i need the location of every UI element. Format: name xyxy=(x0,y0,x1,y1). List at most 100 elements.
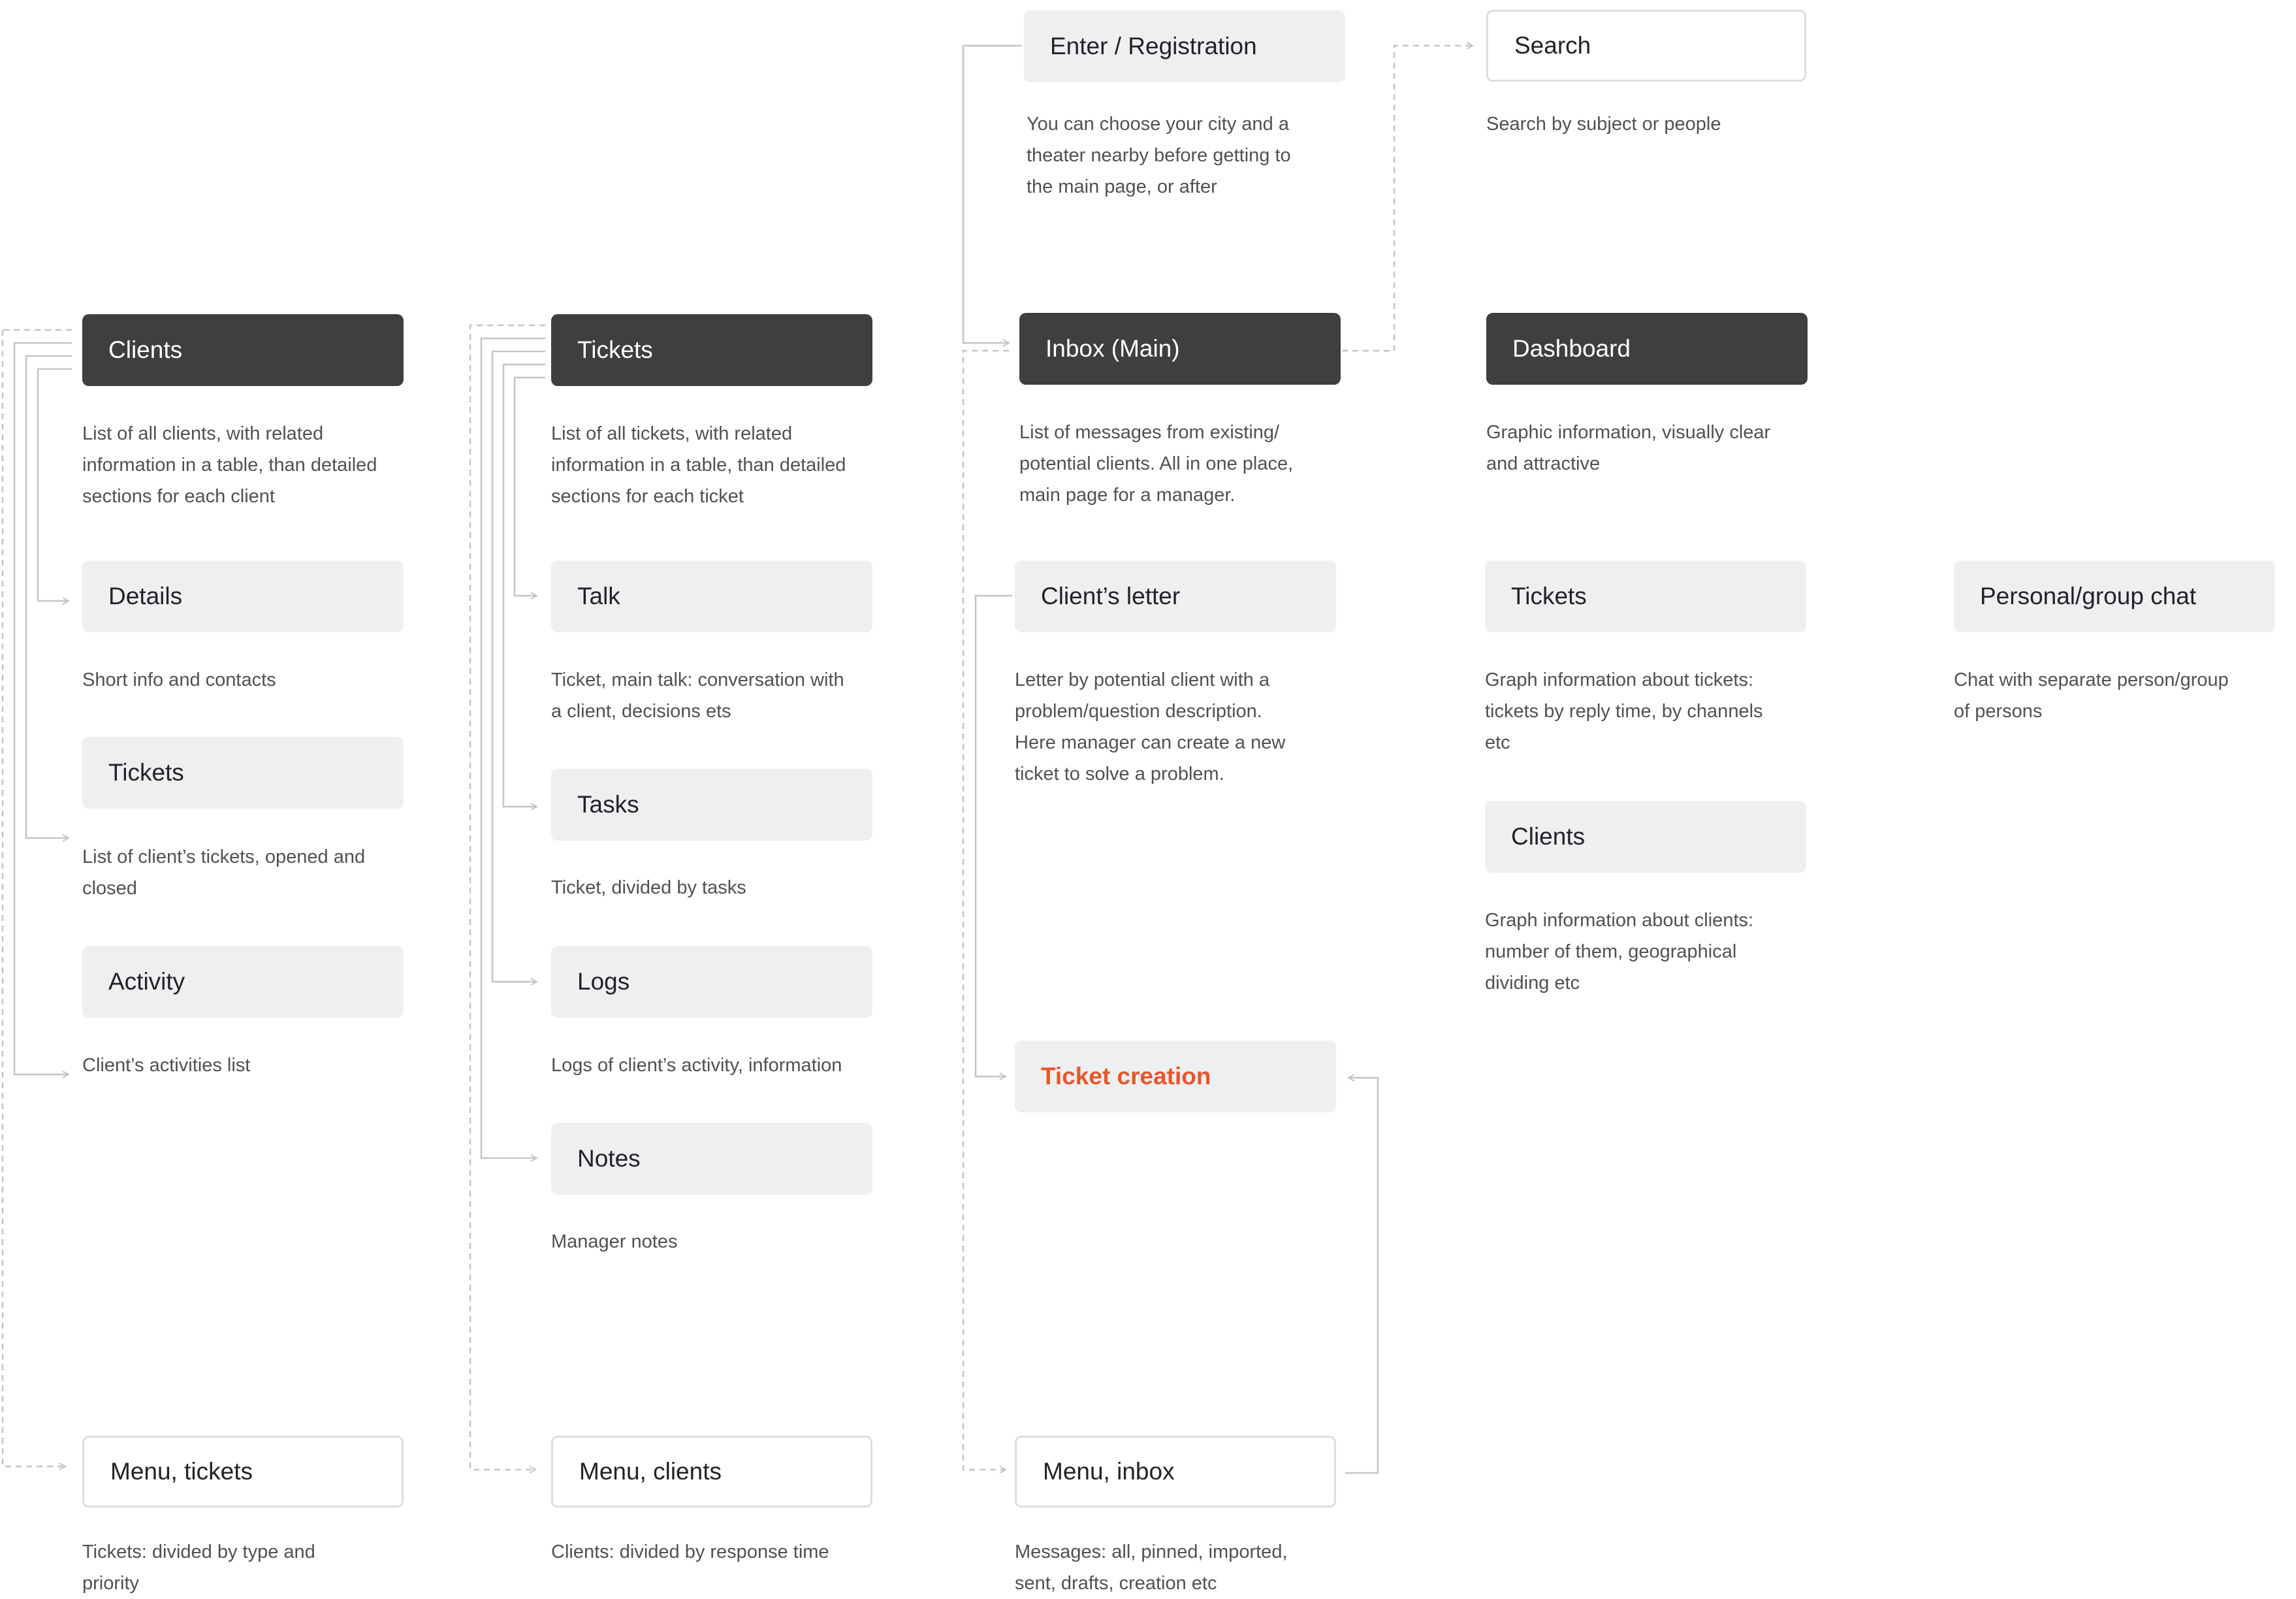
entry-registration-desc: You can choose your city and a theater n… xyxy=(1027,108,1291,202)
menu-inbox-desc: Messages: all, pinned, imported, sent, d… xyxy=(1015,1536,1288,1599)
dashboard-main-title: Dashboard xyxy=(1512,335,1631,362)
desc-line: sections for each client xyxy=(82,486,275,507)
tickets-main-desc: List of all tickets, with related inform… xyxy=(551,418,846,512)
desc-line: main page for a manager. xyxy=(1019,485,1236,506)
tickets-main-node[interactable]: Tickets xyxy=(551,314,872,386)
dashboard-clients-node[interactable]: Clients xyxy=(1485,801,1806,873)
desc-line: number of them, geographical xyxy=(1485,941,1737,962)
entry-registration-node[interactable]: Enter / Registration xyxy=(1024,10,1345,82)
desc-line: Manager notes xyxy=(551,1231,678,1252)
tickets-tasks-title: Tasks xyxy=(577,791,639,818)
clients-letter-node[interactable]: Client’s letter xyxy=(1015,560,1336,632)
clients-activity-desc: Client’s activities list xyxy=(82,1050,250,1081)
desc-line: Short info and contacts xyxy=(82,670,276,690)
desc-line: Client’s activities list xyxy=(82,1055,251,1076)
desc-line: Graph information about tickets: xyxy=(1485,670,1754,690)
clients-activity-title: Activity xyxy=(108,968,185,995)
inbox-main-title: Inbox (Main) xyxy=(1045,335,1180,362)
desc-line: closed xyxy=(82,878,137,899)
clients-letter-desc: Letter by potential client with a proble… xyxy=(1015,664,1285,790)
desc-line: of persons xyxy=(1954,701,2043,722)
desc-line: sent, drafts, creation etc xyxy=(1015,1573,1217,1594)
desc-line: Letter by potential client with a xyxy=(1015,670,1270,690)
menu-inbox-title: Menu, inbox xyxy=(1043,1458,1175,1485)
desc-line: Here manager can create a new xyxy=(1015,732,1286,753)
desc-line: Search by subject or people xyxy=(1486,114,1721,135)
menu-tickets-node[interactable]: Menu, tickets xyxy=(82,1436,404,1508)
dashboard-main-node[interactable]: Dashboard xyxy=(1486,313,1808,385)
desc-line: Logs of client’s activity, information xyxy=(551,1055,842,1076)
desc-line: sections for each ticket xyxy=(551,486,744,507)
clients-details-node[interactable]: Details xyxy=(82,560,404,632)
desc-line: tickets by reply time, by channels xyxy=(1485,701,1763,722)
dashboard-tickets-node[interactable]: Tickets xyxy=(1485,560,1806,632)
desc-line: Chat with separate person/group xyxy=(1954,670,2229,690)
desc-line: information in a table, than detailed xyxy=(551,455,846,476)
entry-registration-title: Enter / Registration xyxy=(1050,33,1257,59)
desc-line: List of all clients, with related xyxy=(82,423,324,444)
menu-clients-node[interactable]: Menu, clients xyxy=(551,1436,872,1508)
tickets-tasks-node[interactable]: Tasks xyxy=(551,769,872,841)
desc-line: information in a table, than detailed xyxy=(82,455,377,476)
tickets-logs-title: Logs xyxy=(577,968,630,995)
dashboard-main-desc: Graphic information, visually clear and … xyxy=(1486,417,1770,479)
desc-line: Graphic information, visually clear xyxy=(1486,422,1771,443)
clients-tickets-node[interactable]: Tickets xyxy=(82,737,404,809)
tickets-talk-title: Talk xyxy=(577,583,620,609)
tickets-talk-desc: Ticket, main talk: conversation with a c… xyxy=(551,664,844,727)
menu-tickets-desc: Tickets: divided by type and priority xyxy=(82,1536,315,1599)
tickets-notes-title: Notes xyxy=(577,1145,641,1172)
desc-line: a client, decisions ets xyxy=(551,701,731,722)
search-node[interactable]: Search xyxy=(1486,10,1806,82)
inbox-main-desc: List of messages from existing/ potentia… xyxy=(1019,417,1293,511)
menu-tickets-title: Menu, tickets xyxy=(110,1458,253,1485)
tickets-logs-node[interactable]: Logs xyxy=(551,946,872,1018)
desc-line: etc xyxy=(1485,732,1510,753)
clients-main-node[interactable]: Clients xyxy=(82,314,404,386)
ticket-creation-title: Ticket creation xyxy=(1041,1063,1211,1090)
desc-line: priority xyxy=(82,1573,140,1594)
desc-line: problem/question description. xyxy=(1015,701,1262,722)
clients-tickets-title: Tickets xyxy=(108,759,184,786)
menu-clients-title: Menu, clients xyxy=(579,1458,722,1485)
desc-line: Tickets: divided by type and xyxy=(82,1542,315,1562)
desc-line: and attractive xyxy=(1486,453,1601,474)
clients-main-desc: List of all clients, with related inform… xyxy=(82,418,377,512)
ticket-creation-node[interactable]: Ticket creation xyxy=(1015,1041,1336,1112)
chat-node[interactable]: Personal/group chat xyxy=(1954,560,2275,632)
clients-details-desc: Short info and contacts xyxy=(82,664,276,696)
chat-desc: Chat with separate person/group of perso… xyxy=(1954,664,2229,727)
clients-tickets-desc: List of client’s tickets, opened and clo… xyxy=(82,841,365,904)
clients-letter-title: Client’s letter xyxy=(1041,583,1181,609)
desc-line: Messages: all, pinned, imported, xyxy=(1015,1542,1288,1562)
desc-line: List of all tickets, with related xyxy=(551,423,793,444)
menu-clients-desc: Clients: divided by response time xyxy=(551,1536,829,1568)
menu-inbox-node[interactable]: Menu, inbox xyxy=(1015,1436,1336,1508)
tickets-talk-node[interactable]: Talk xyxy=(551,560,872,632)
clients-activity-node[interactable]: Activity xyxy=(82,946,404,1018)
clients-details-title: Details xyxy=(108,583,183,609)
desc-line: ticket to solve a problem. xyxy=(1015,764,1224,784)
tickets-tasks-desc: Ticket, divided by tasks xyxy=(551,872,746,903)
clients-main-title: Clients xyxy=(108,336,183,363)
desc-line: Clients: divided by response time xyxy=(551,1542,829,1562)
dashboard-tickets-desc: Graph information about tickets: tickets… xyxy=(1485,664,1763,758)
tickets-logs-desc: Logs of client’s activity, information xyxy=(551,1050,842,1081)
chat-title: Personal/group chat xyxy=(1980,583,2197,609)
tickets-main-title: Tickets xyxy=(577,336,653,363)
desc-line: Ticket, divided by tasks xyxy=(551,877,746,898)
desc-line: List of client’s tickets, opened and xyxy=(82,847,366,867)
dashboard-tickets-title: Tickets xyxy=(1511,583,1587,609)
tickets-notes-desc: Manager notes xyxy=(551,1226,677,1257)
desc-line: potential clients. All in one place, xyxy=(1019,453,1294,474)
desc-line: Ticket, main talk: conversation with xyxy=(551,670,844,690)
desc-line: dividing etc xyxy=(1485,973,1580,993)
inbox-main-node[interactable]: Inbox (Main) xyxy=(1019,313,1341,385)
desc-line: Graph information about clients: xyxy=(1485,910,1754,931)
tickets-notes-node[interactable]: Notes xyxy=(551,1123,872,1195)
dashboard-clients-desc: Graph information about clients: number … xyxy=(1485,905,1753,999)
desc-line: You can choose your city and a xyxy=(1027,114,1289,135)
dashboard-clients-title: Clients xyxy=(1511,823,1586,850)
desc-line: the main page, or after xyxy=(1027,176,1217,197)
